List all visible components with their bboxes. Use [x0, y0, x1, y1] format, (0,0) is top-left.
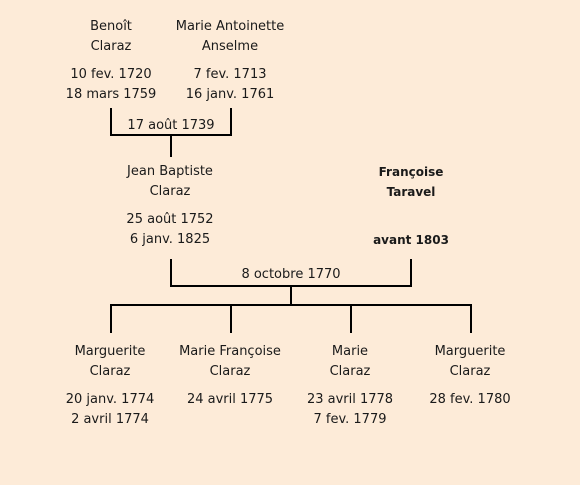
- person-child-1: Marguerite Claraz 20 janv. 1774 2 avril …: [40, 342, 180, 430]
- person-death-date: avant 1803: [373, 233, 449, 247]
- person-first-name: Marguerite: [434, 344, 506, 359]
- parents-marriage-date: 8 octobre 1770: [241, 267, 341, 282]
- person-first-name: Marie Antoinette: [175, 19, 285, 34]
- person-last-name: Claraz: [209, 364, 251, 379]
- person-death-date: [400, 410, 540, 430]
- person-first-name: Marie Françoise: [179, 344, 281, 359]
- person-birth-date: 25 août 1752: [126, 212, 214, 227]
- person-child-3: Marie Claraz 23 avril 1778 7 fev. 1779: [280, 342, 420, 430]
- person-last-name: Claraz: [89, 364, 131, 379]
- person-first-name: Jean Baptiste: [127, 164, 213, 179]
- grandparents-marriage-date: 17 août 1739: [127, 118, 215, 133]
- person-last-name: Claraz: [90, 39, 132, 54]
- person-child-2: Marie Françoise Claraz 24 avril 1775: [160, 342, 300, 430]
- person-first-name: Françoise: [378, 165, 444, 179]
- person-last-name: Claraz: [149, 184, 191, 199]
- person-grandfather: Benoît Claraz 10 fev. 1720 18 mars 1759: [41, 17, 181, 105]
- person-birth-date: 23 avril 1778: [306, 392, 394, 407]
- person-father: Jean Baptiste Claraz 25 août 1752 6 janv…: [100, 162, 240, 250]
- person-death-date: 18 mars 1759: [65, 87, 157, 102]
- person-last-name: Claraz: [449, 364, 491, 379]
- person-death-date: 2 avril 1774: [71, 412, 149, 427]
- person-birth-date: [341, 210, 481, 230]
- person-birth-date: 24 avril 1775: [186, 392, 274, 407]
- person-first-name: Benoît: [90, 19, 132, 34]
- person-birth-date: 10 fev. 1720: [70, 67, 152, 82]
- person-child-4: Marguerite Claraz 28 fev. 1780: [400, 342, 540, 430]
- person-birth-date: 7 fev. 1713: [193, 67, 267, 82]
- person-birth-date: 20 janv. 1774: [65, 392, 155, 407]
- person-last-name: Anselme: [201, 39, 259, 54]
- person-death-date: 6 janv. 1825: [129, 232, 211, 247]
- person-birth-date: 28 fev. 1780: [429, 392, 511, 407]
- person-mother: Françoise Taravel avant 1803: [341, 162, 481, 250]
- person-last-name: Taravel: [386, 185, 436, 199]
- person-death-date: 7 fev. 1779: [313, 412, 387, 427]
- person-death-date: 16 janv. 1761: [185, 87, 275, 102]
- person-death-date: [160, 410, 300, 430]
- person-grandmother: Marie Antoinette Anselme 7 fev. 1713 16 …: [160, 17, 300, 105]
- person-last-name: Claraz: [329, 364, 371, 379]
- person-first-name: Marguerite: [74, 344, 146, 359]
- person-first-name: Marie: [331, 344, 369, 359]
